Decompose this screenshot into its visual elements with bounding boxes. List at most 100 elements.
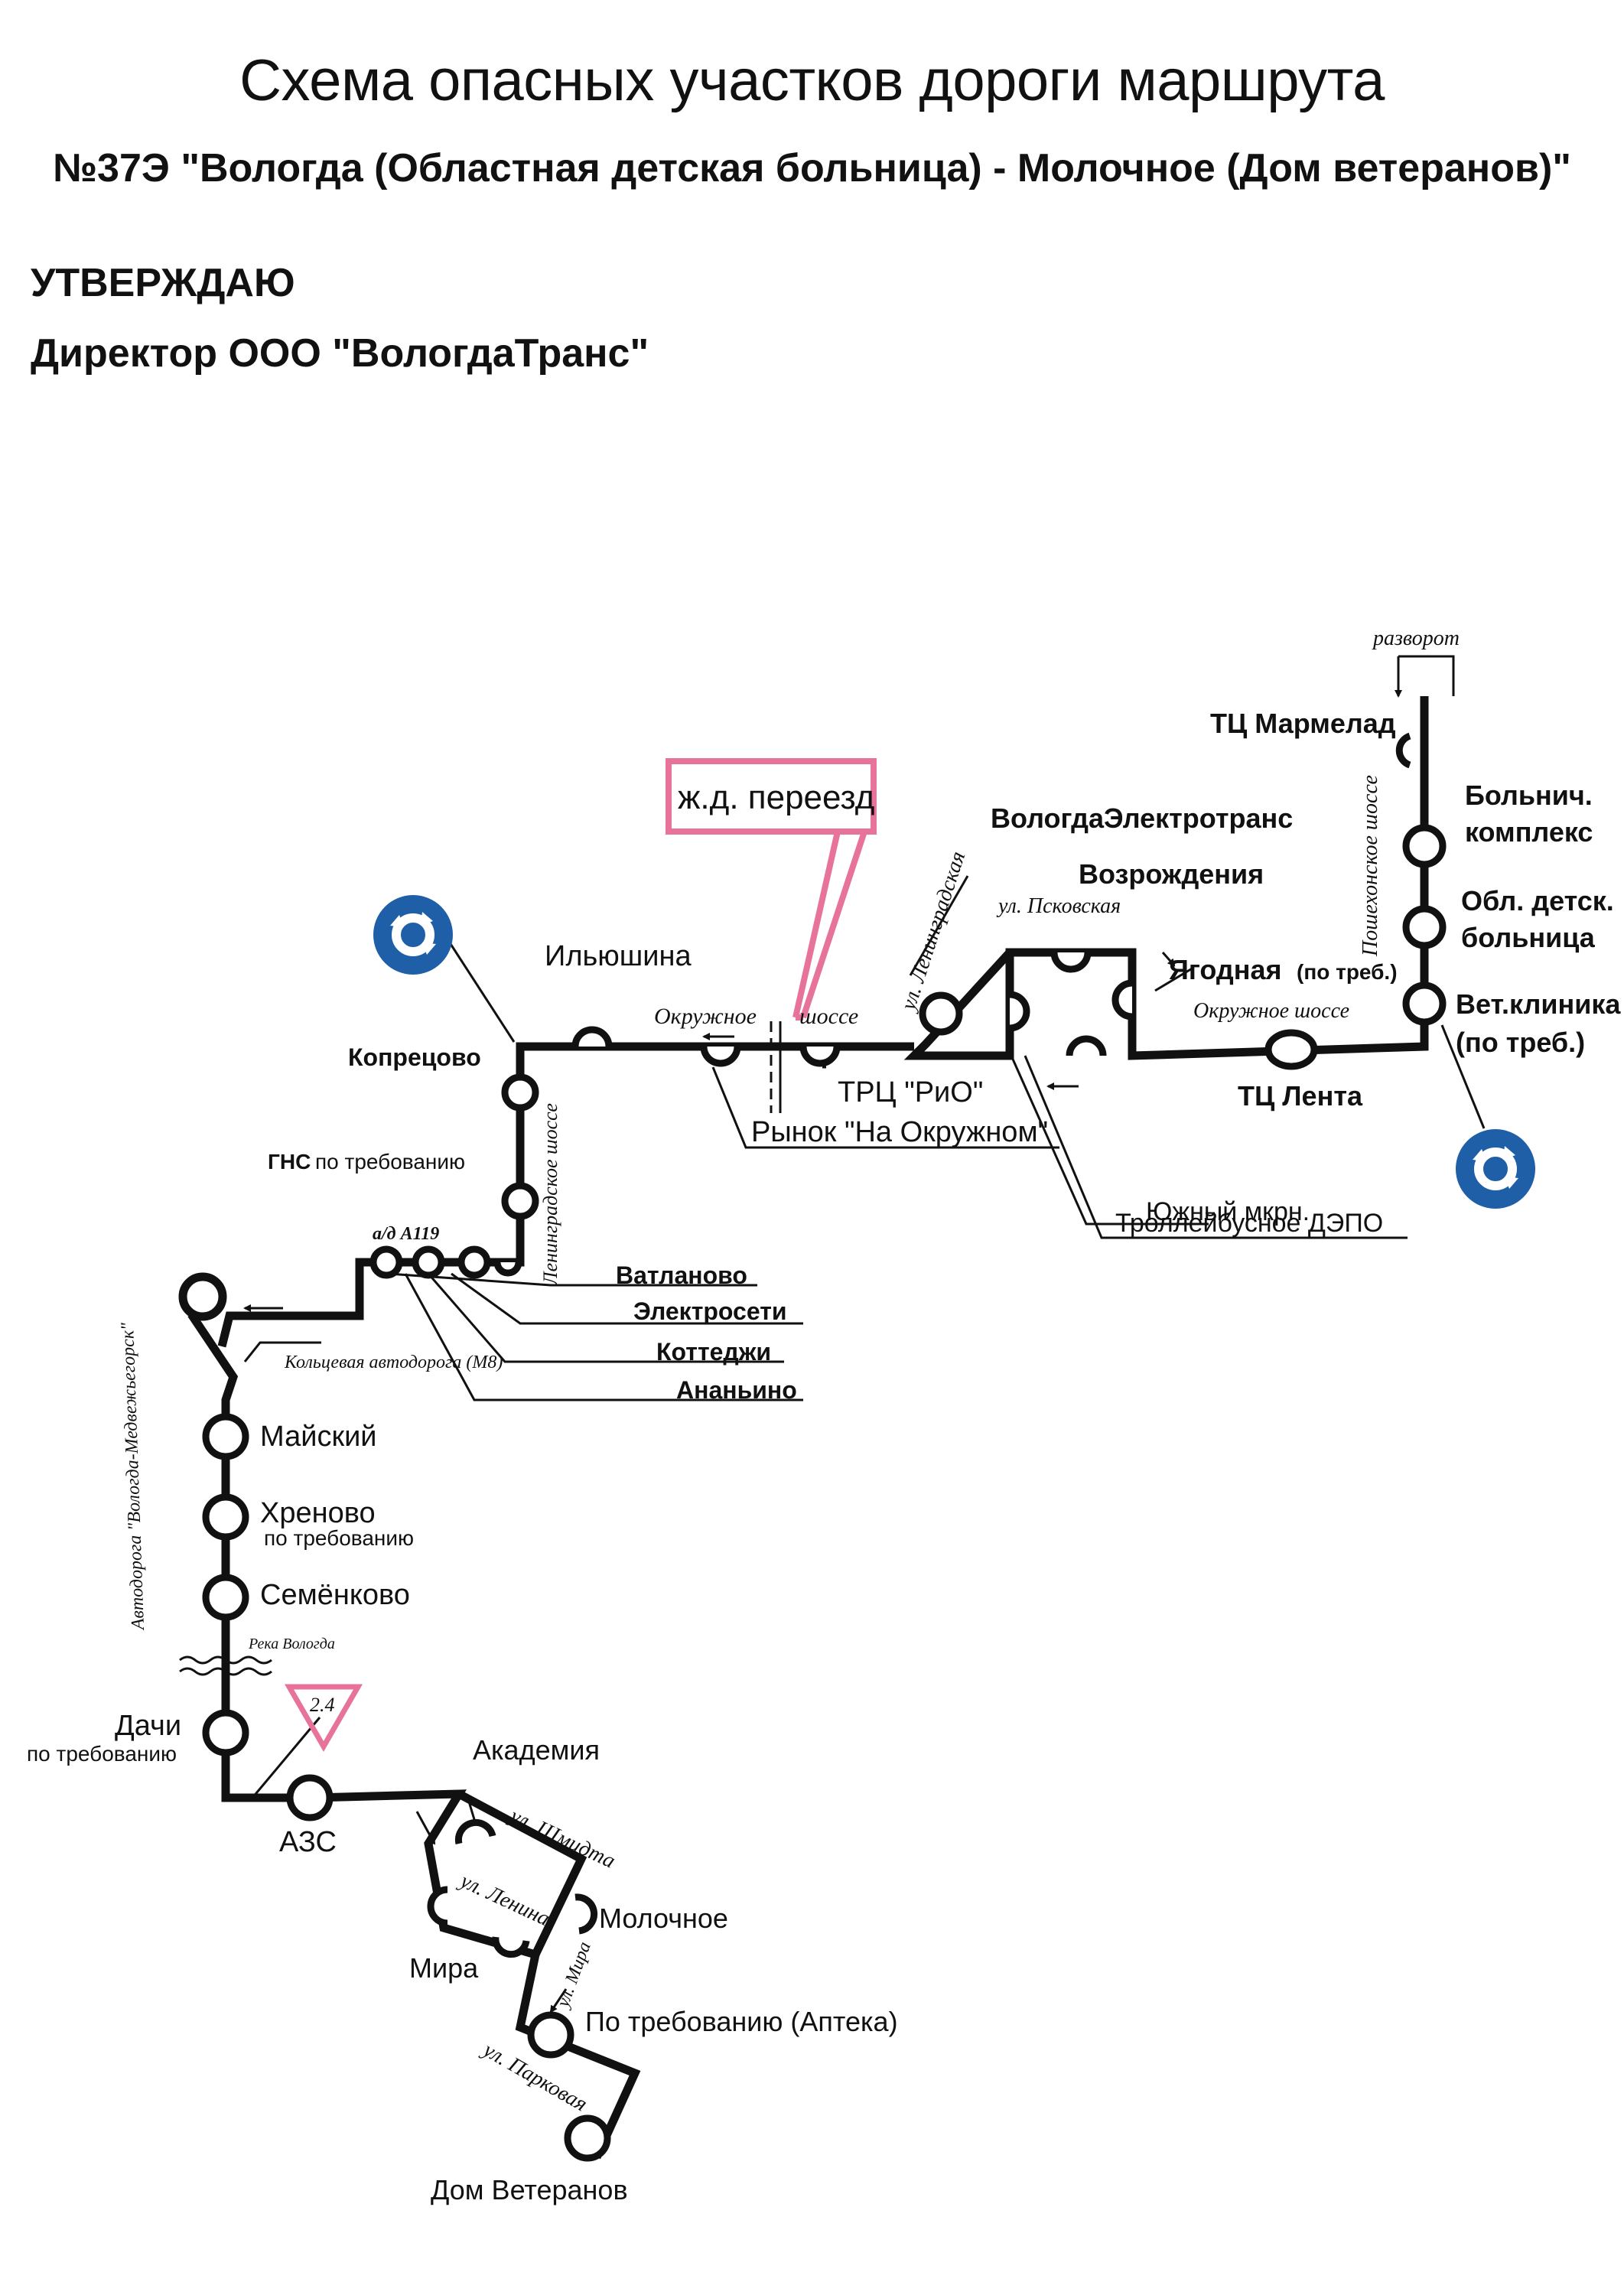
railway-crossing-icon	[666, 758, 877, 1021]
street-leningradskaya: ул. Ленинградская	[896, 848, 970, 1015]
label-kottedzhi: Коттеджи	[656, 1338, 771, 1366]
label-vozrozhdeniya: Возрождения	[1079, 858, 1264, 890]
label-rio: ТРЦ "РиО"	[838, 1076, 983, 1108]
stop-molochnoe	[574, 1893, 598, 1935]
stop-vatlanovo	[493, 1261, 522, 1277]
label-elektroseti: Электросети	[633, 1297, 787, 1325]
route-line-lenina-parkovaya	[515, 1953, 641, 2160]
stop-azs	[286, 1774, 334, 1821]
label-vet-2: (по треб.)	[1456, 1027, 1585, 1058]
stop-vet-klinika	[1402, 981, 1447, 1026]
roundabout-icon	[373, 895, 453, 975]
river-wave	[179, 1667, 272, 1676]
label-marmelad: ТЦ Мармелад	[1210, 708, 1396, 739]
street-kolcevaya: Кольцевая автодорога (М8)	[284, 1353, 503, 1372]
callout-elektroseti	[451, 1272, 803, 1325]
label-vatlanovo: Ватланово	[616, 1261, 747, 1289]
yield-sign-icon	[284, 1684, 363, 1753]
map-title: Схема опасных участков дороги маршрута	[239, 48, 1385, 113]
stop-ananino	[369, 1245, 403, 1279]
street-a119: а/д А119	[373, 1224, 439, 1244]
stop-rio	[799, 1046, 841, 1067]
label-koprecovo: Копрецово	[348, 1043, 481, 1071]
arrow-akademiya	[415, 1811, 436, 1845]
stop-rynok	[700, 1046, 741, 1067]
street-okruzhnoe-east: Окружное шоссе	[1193, 999, 1349, 1023]
stop-yagodnaya	[1111, 979, 1133, 1021]
stop-elektrotrans	[919, 991, 963, 1036]
stop-vozrozhdeniya	[1050, 952, 1092, 973]
label-lenta: ТЦ Лента	[1238, 1080, 1363, 1112]
street-okruzhnoe-w2: шоссе	[799, 1004, 858, 1029]
label-yagodnaya: Ягодная	[1169, 954, 1282, 985]
callout-yuzhny	[1010, 1055, 1209, 1226]
stop-kottedzhi	[412, 1245, 445, 1279]
callout-depo	[1024, 1055, 1408, 1239]
uturn-line	[1398, 655, 1455, 696]
label-dachi-note: по требованию	[27, 1742, 177, 1766]
label-ilyushina: Ильюшина	[545, 940, 692, 972]
river-wave	[179, 1655, 272, 1665]
approval-line: УТВЕРЖДАЮ	[31, 261, 295, 305]
railway-crossing-label: ж.д. переезд	[678, 779, 874, 816]
route-line-okruzhnoe	[228, 1042, 914, 1320]
label-hrenovo-note: по требованию	[264, 1526, 414, 1550]
label-molochnoe: Молочное	[599, 1903, 728, 1934]
stop-dachi	[202, 1709, 249, 1756]
label-mira: Мира	[409, 1952, 479, 1984]
stop-koprecovo	[501, 1073, 539, 1112]
label-hrenovo: Хреново	[260, 1497, 376, 1529]
label-gns-note: по требованию	[315, 1150, 465, 1174]
callout-roundabout-east	[1440, 1024, 1486, 1129]
label-dachi: Дачи	[115, 1710, 181, 1742]
street-poshekhonskoe: Пошехонское шоссе	[1359, 775, 1382, 957]
street-okruzhnoe-w1: Окружное	[654, 1004, 757, 1029]
route-line-medvezhyegorsk	[187, 1311, 587, 1960]
label-yuzhny: Южный мкрн.	[1146, 1197, 1310, 1226]
route-line-kolcevaya	[217, 1311, 237, 1348]
label-apteka: По требованию (Аптека)	[585, 2006, 898, 2037]
callout-roundabout-west	[442, 933, 516, 1043]
stop-maysky	[202, 1413, 249, 1460]
roundabout-icon	[1456, 1129, 1535, 1209]
stop-marmelad	[1395, 732, 1411, 769]
callout-yield	[251, 1717, 321, 1799]
label-ananino: Ананьино	[676, 1376, 797, 1404]
route-line-north	[903, 696, 1429, 1060]
label-obl-2: больница	[1461, 922, 1596, 953]
label-semenkovo: Семёнково	[260, 1579, 410, 1611]
stop-depo	[1066, 1035, 1107, 1056]
stop-bolnich	[1402, 824, 1447, 868]
label-gns: ГНС	[268, 1150, 311, 1174]
stop-lenta	[1264, 1029, 1318, 1070]
street-reka: Река Вологда	[248, 1636, 335, 1652]
street-mira: ул. Мира	[553, 1939, 595, 2011]
stop-apteka	[527, 2011, 574, 2059]
street-razvorot: разворот	[1372, 627, 1460, 650]
stop-obl-bolnica	[1402, 905, 1447, 949]
street-lenina: ул. Ленина	[454, 1868, 553, 1931]
callout-vatlanovo	[388, 1272, 757, 1287]
stop-akademiya	[454, 1818, 496, 1844]
yield-sign-number: 2.4	[310, 1694, 335, 1716]
callout-elektrotrans	[909, 875, 969, 976]
stop-akademiya-south	[427, 1886, 448, 1927]
stop-hrenovo	[202, 1493, 249, 1541]
label-elektrotrans: ВологдаЭлектротранс	[991, 802, 1293, 834]
stop-ilyushina	[571, 1026, 613, 1047]
label-maysky: Майский	[260, 1421, 377, 1453]
callout-yagodnaya	[1154, 966, 1194, 992]
street-shmidta: ул. Шмидта	[504, 1803, 619, 1873]
label-akademiya: Академия	[473, 1734, 600, 1766]
stop-mira	[492, 1936, 530, 1958]
arrow-pskovskaya	[1161, 952, 1176, 967]
label-bolnich-1: Больнич.	[1465, 780, 1593, 811]
label-bolnich-2: комплекс	[1465, 816, 1593, 848]
route-title: №37Э "Вологда (Областная детская больниц…	[53, 146, 1571, 190]
stop-gns	[501, 1182, 539, 1220]
label-depo-visible: Троллейбусное ДЭПО	[1115, 1209, 1383, 1238]
arrow-mira	[549, 1988, 568, 2013]
label-obl-1: Обл. детск.	[1461, 885, 1614, 916]
street-pskovskaya: ул. Псковская	[996, 894, 1121, 918]
